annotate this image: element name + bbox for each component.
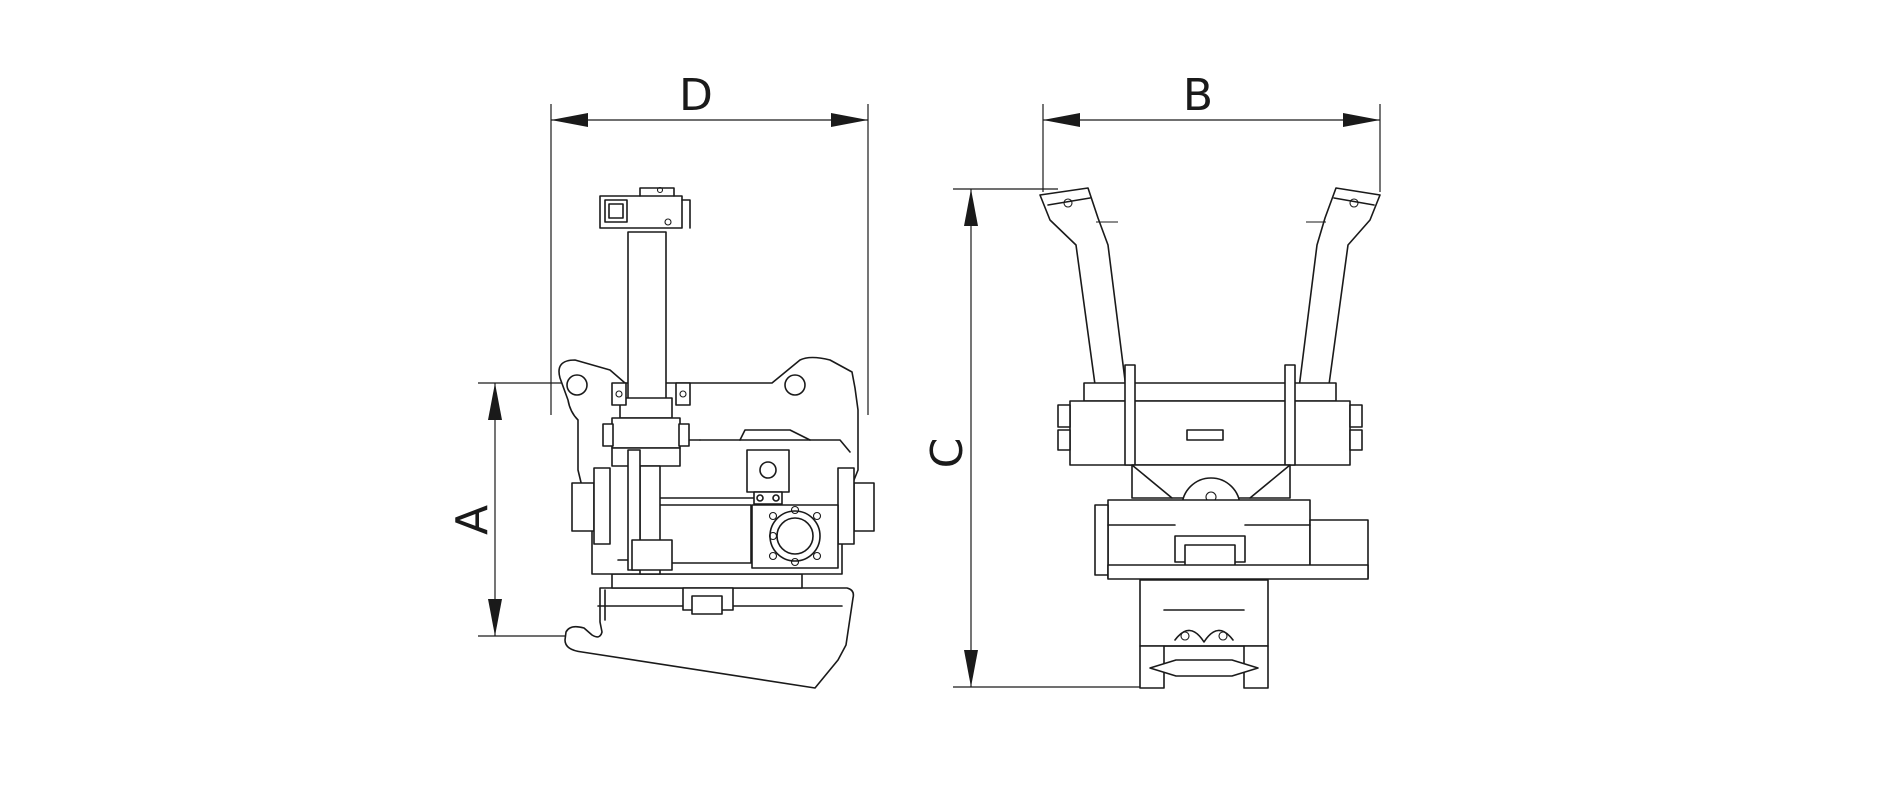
dimension-b: B [1042,70,1381,192]
dimension-a: A [447,382,596,637]
dimension-a-label: A [447,505,498,535]
side-view [558,186,875,689]
dimension-d: D [550,70,869,415]
dimension-c-label: C [922,438,973,469]
front-view [1039,187,1381,689]
side-attachment [564,587,855,689]
dimension-b-label: B [1183,70,1213,121]
dimension-d-label: D [679,70,713,121]
side-cylinder [627,231,667,403]
dimension-c: C [922,188,1145,688]
